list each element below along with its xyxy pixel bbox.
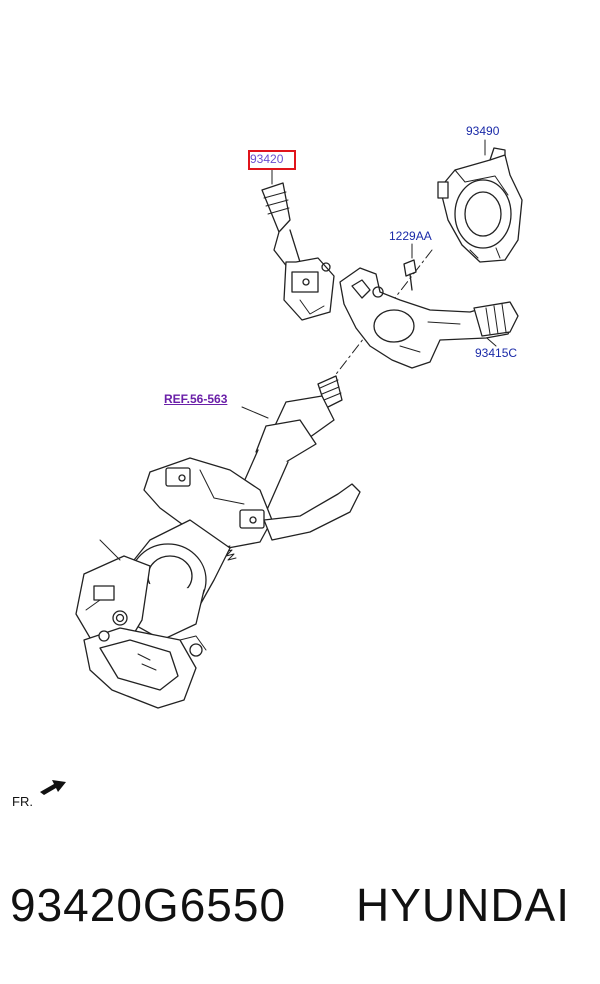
front-direction-label: FR. bbox=[12, 794, 33, 809]
callout-93490[interactable]: 93490 bbox=[466, 124, 500, 138]
steering-column-exploded-diagram bbox=[75, 139, 523, 709]
steering-column-assembly bbox=[75, 375, 361, 709]
combination-switch-93420 bbox=[261, 182, 335, 321]
callout-1229aa[interactable]: 1229AA bbox=[389, 229, 432, 243]
callout-93420[interactable]: 93420 bbox=[250, 152, 284, 166]
callout-reference[interactable]: REF.56-563 bbox=[164, 392, 228, 406]
callout-93415c[interactable]: 93415C bbox=[475, 346, 518, 360]
part-number: 93420G6550 bbox=[10, 879, 287, 931]
brand-name: HYUNDAI bbox=[356, 879, 571, 931]
clock-spring-93490 bbox=[437, 147, 523, 263]
selected-part-highlight-box bbox=[248, 150, 296, 170]
footer: 93420G6550 HYUNDAI bbox=[0, 878, 600, 948]
leader-ref bbox=[241, 406, 269, 419]
wiper-switch-93415c bbox=[339, 267, 519, 369]
bolt-1229aa bbox=[403, 259, 417, 291]
front-direction-arrow-icon bbox=[40, 780, 66, 795]
